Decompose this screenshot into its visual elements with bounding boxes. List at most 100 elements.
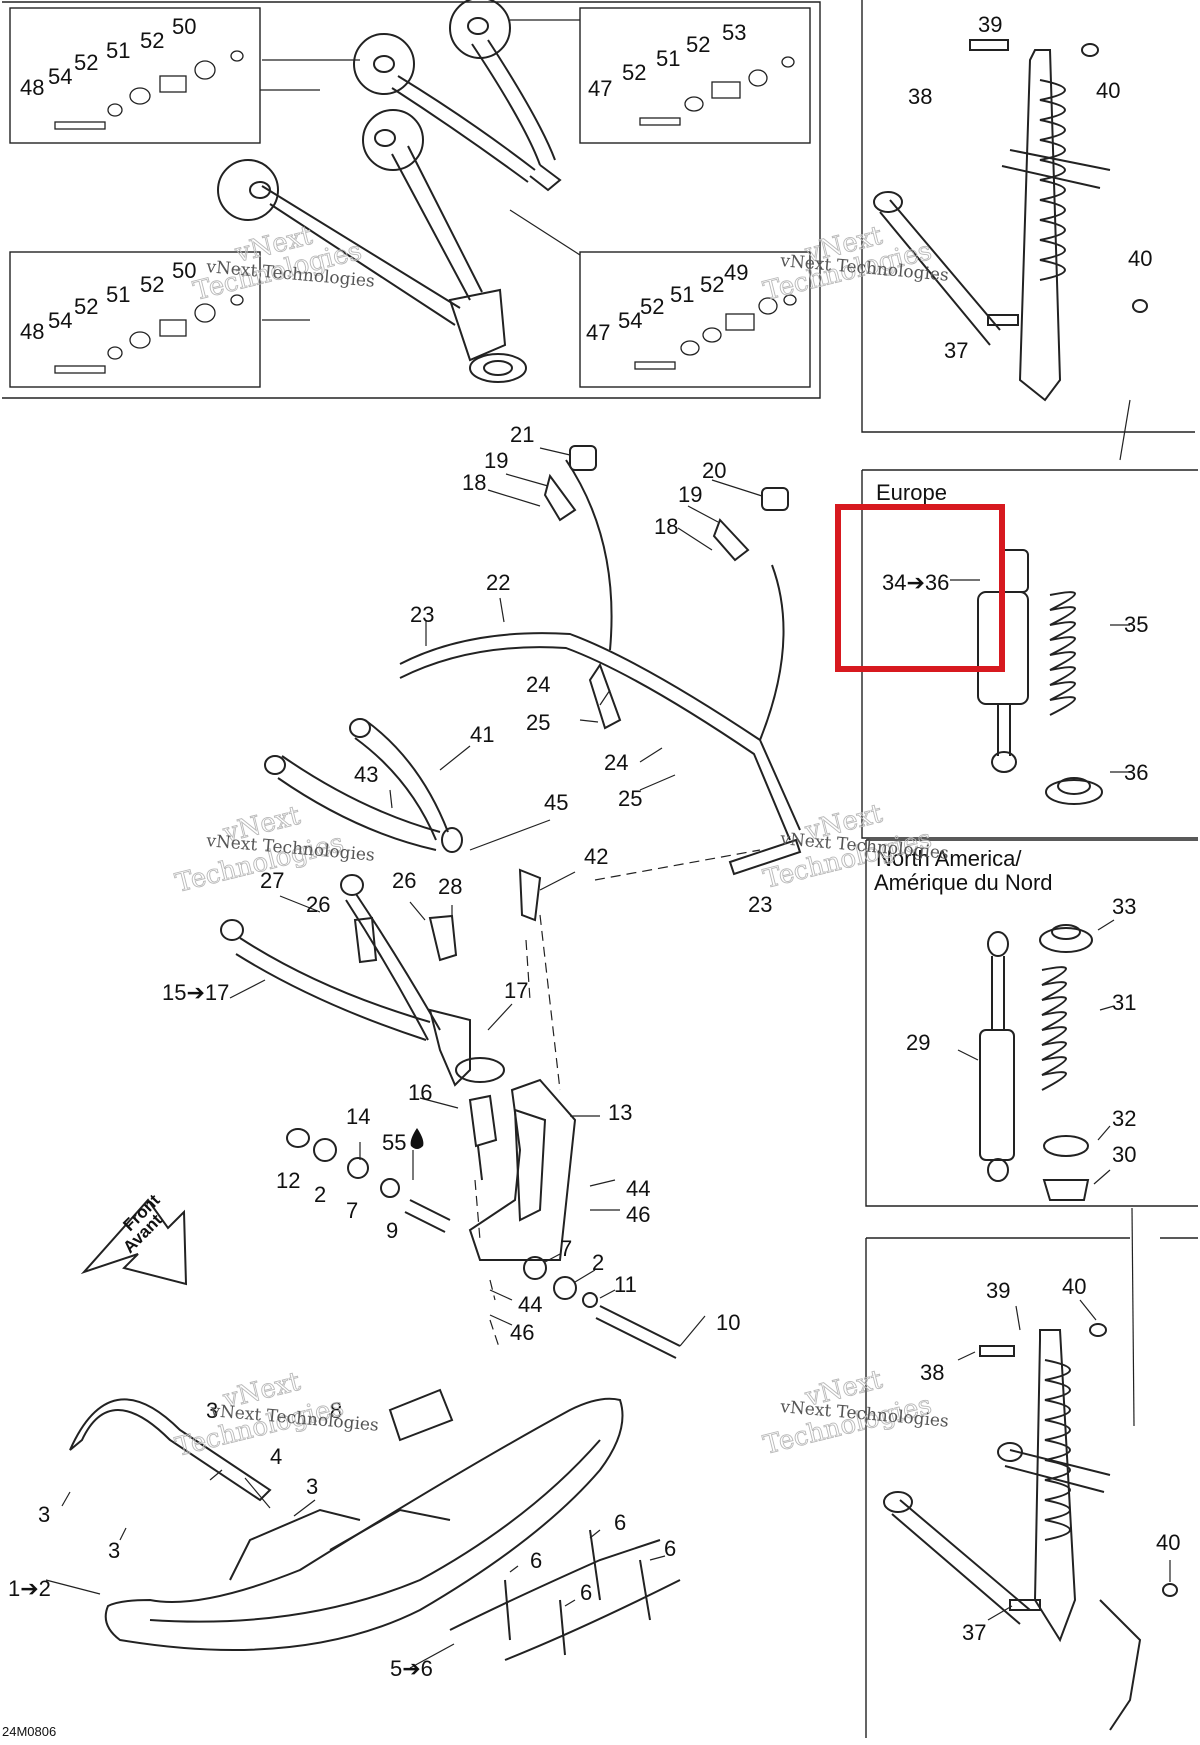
callout-36: 36 [1124, 760, 1148, 785]
watermark-1: vNext Technologies vNext Technologies [190, 220, 376, 307]
callout-52-h: 52 [640, 294, 664, 319]
callout-51-c: 51 [106, 282, 130, 307]
callout-40-d: 40 [1156, 1530, 1180, 1555]
callout-52-g: 52 [700, 272, 724, 297]
watermarks: vNext Technologies vNext Technologies vN… [172, 220, 950, 1463]
callout-3-a: 3 [206, 1398, 218, 1423]
callout-55: 55 [382, 1130, 406, 1155]
callout-6-c: 6 [530, 1548, 542, 1573]
callout-23-a: 23 [410, 602, 434, 627]
callout-43: 43 [354, 762, 378, 787]
callout-18-b: 18 [654, 514, 678, 539]
callout-45: 45 [544, 790, 568, 815]
callout-31: 31 [1112, 990, 1136, 1015]
callout-11: 11 [614, 1272, 637, 1297]
callout-52-d: 52 [622, 60, 646, 85]
lower-right-shock-group: 39 40 38 40 37 [865, 1207, 1198, 1738]
callout-10: 10 [716, 1310, 740, 1335]
callout-52-c: 52 [686, 32, 710, 57]
callout-3-b: 3 [306, 1474, 318, 1499]
callout-40-b: 40 [1128, 246, 1152, 271]
callout-27: 27 [260, 868, 284, 893]
callout-26-a: 26 [306, 892, 330, 917]
callout-12: 12 [276, 1168, 300, 1193]
callout-8: 8 [330, 1398, 342, 1423]
callout-25-a: 25 [526, 710, 550, 735]
callout-47-a: 47 [588, 76, 612, 101]
callout-52-e: 52 [140, 272, 164, 297]
callout-33: 33 [1112, 894, 1136, 919]
callout-50-b: 50 [172, 258, 196, 283]
callout-37-b: 37 [962, 1620, 986, 1645]
callout-13: 13 [608, 1100, 632, 1125]
callout-51-b: 51 [656, 46, 680, 71]
callout-38-a: 38 [908, 84, 932, 109]
callout-44-a: 44 [626, 1176, 650, 1201]
callout-54-a: 54 [48, 64, 72, 89]
callout-6-a: 6 [614, 1510, 626, 1535]
callout-35: 35 [1124, 612, 1148, 637]
callout-16: 16 [408, 1080, 432, 1105]
callout-38-b: 38 [920, 1360, 944, 1385]
callout-6-b: 6 [664, 1536, 676, 1561]
callout-30: 30 [1112, 1142, 1136, 1167]
callout-37-a: 37 [944, 338, 968, 363]
callout-54-c: 54 [618, 308, 642, 333]
callout-51-d: 51 [670, 282, 694, 307]
callout-40-a: 40 [1096, 78, 1120, 103]
callout-3-d: 3 [108, 1538, 120, 1563]
callout-48-a: 48 [20, 75, 44, 100]
callout-49: 49 [724, 260, 748, 285]
callout-23-b: 23 [748, 892, 772, 917]
callout-51-a: 51 [106, 38, 130, 63]
callout-26-b: 26 [392, 868, 416, 893]
highlight-frame [835, 504, 1005, 672]
upper-right-shock-group: 39 38 40 40 37 [861, 0, 1195, 461]
europe-title: Europe [876, 480, 947, 505]
callout-48-b: 48 [20, 319, 44, 344]
callout-53: 53 [722, 20, 746, 45]
callout-24-b: 24 [604, 750, 628, 775]
callout-7-a: 7 [346, 1198, 358, 1223]
callout-21: 21 [510, 422, 534, 447]
callout-3-c: 3 [38, 1502, 50, 1527]
callout-29: 29 [906, 1030, 930, 1055]
callout-54-b: 54 [48, 308, 72, 333]
callout-42: 42 [584, 844, 608, 869]
callout-7-b: 7 [560, 1236, 572, 1261]
callout-24-a: 24 [526, 672, 550, 697]
callout-17: 17 [504, 978, 528, 1003]
north-america-title-line1: North America/ [876, 846, 1022, 871]
callout-39-b: 39 [986, 1278, 1010, 1303]
callout-1-2: 1➔2 [8, 1576, 51, 1601]
ski-group: 8 3 4 3 3 3 1➔2 6 6 6 6 5➔6 [8, 1388, 681, 1681]
callout-9: 9 [386, 1218, 398, 1243]
oil-drop-icon [410, 1128, 424, 1149]
callout-2-b: 2 [592, 1250, 604, 1275]
callout-32: 32 [1112, 1106, 1136, 1131]
callout-46-a: 46 [626, 1202, 650, 1227]
callout-6-d: 6 [580, 1580, 592, 1605]
callout-40-c: 40 [1062, 1274, 1086, 1299]
callout-4: 4 [270, 1444, 282, 1469]
callout-52-f: 52 [74, 294, 98, 319]
callout-20: 20 [702, 458, 726, 483]
callout-46-b: 46 [510, 1320, 534, 1345]
callout-52-a: 52 [140, 28, 164, 53]
callout-5-6: 5➔6 [390, 1656, 433, 1681]
callout-34-36: 34➔36 [882, 570, 949, 595]
callout-41: 41 [470, 722, 494, 747]
north-america-panel: North America/ Amérique du Nord 33 31 29… [865, 839, 1198, 1207]
callout-44-b: 44 [518, 1292, 542, 1317]
north-america-title-line2: Amérique du Nord [874, 870, 1053, 895]
callout-39-a: 39 [978, 12, 1002, 37]
watermark-2: vNext Technologies vNext Technologies [760, 220, 950, 307]
callout-14: 14 [346, 1104, 370, 1129]
callout-2-a: 2 [314, 1182, 326, 1207]
callout-15-17: 15➔17 [162, 980, 229, 1005]
center-suspension-group: 21 19 18 20 19 18 22 23 24 25 24 25 41 4… [162, 422, 802, 1359]
callout-50-a: 50 [172, 14, 196, 39]
callout-28: 28 [438, 874, 462, 899]
